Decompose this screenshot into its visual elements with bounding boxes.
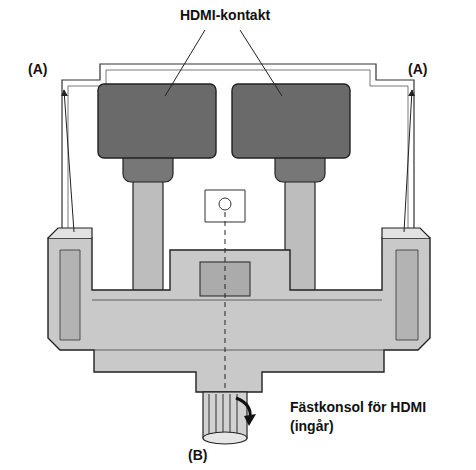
hdmi-bracket	[48, 238, 430, 392]
part-label: Fästkonsol för HDMI (ingår)	[290, 398, 462, 436]
leader-line	[240, 30, 282, 96]
insert-arrow	[64, 90, 74, 232]
back-plate-rim	[68, 70, 408, 250]
back-plate	[62, 64, 414, 250]
thumb-screw	[203, 392, 256, 444]
hdmi-connector	[98, 84, 216, 158]
part-label: HDMI-kontakt	[150, 6, 300, 25]
screw-hole	[219, 198, 231, 210]
leader-line	[165, 30, 205, 96]
callout-label: (B)	[188, 446, 228, 465]
callout-label: (A)	[408, 60, 448, 79]
screw-tab	[205, 190, 245, 222]
bracket-side	[60, 250, 418, 340]
bracket-top-edge	[48, 228, 430, 238]
insert-arrow	[404, 90, 412, 232]
screw-axis	[225, 212, 226, 392]
bracket-edge	[92, 300, 384, 350]
callout-label: (A)	[28, 60, 68, 79]
hdmi-connector	[232, 84, 350, 158]
